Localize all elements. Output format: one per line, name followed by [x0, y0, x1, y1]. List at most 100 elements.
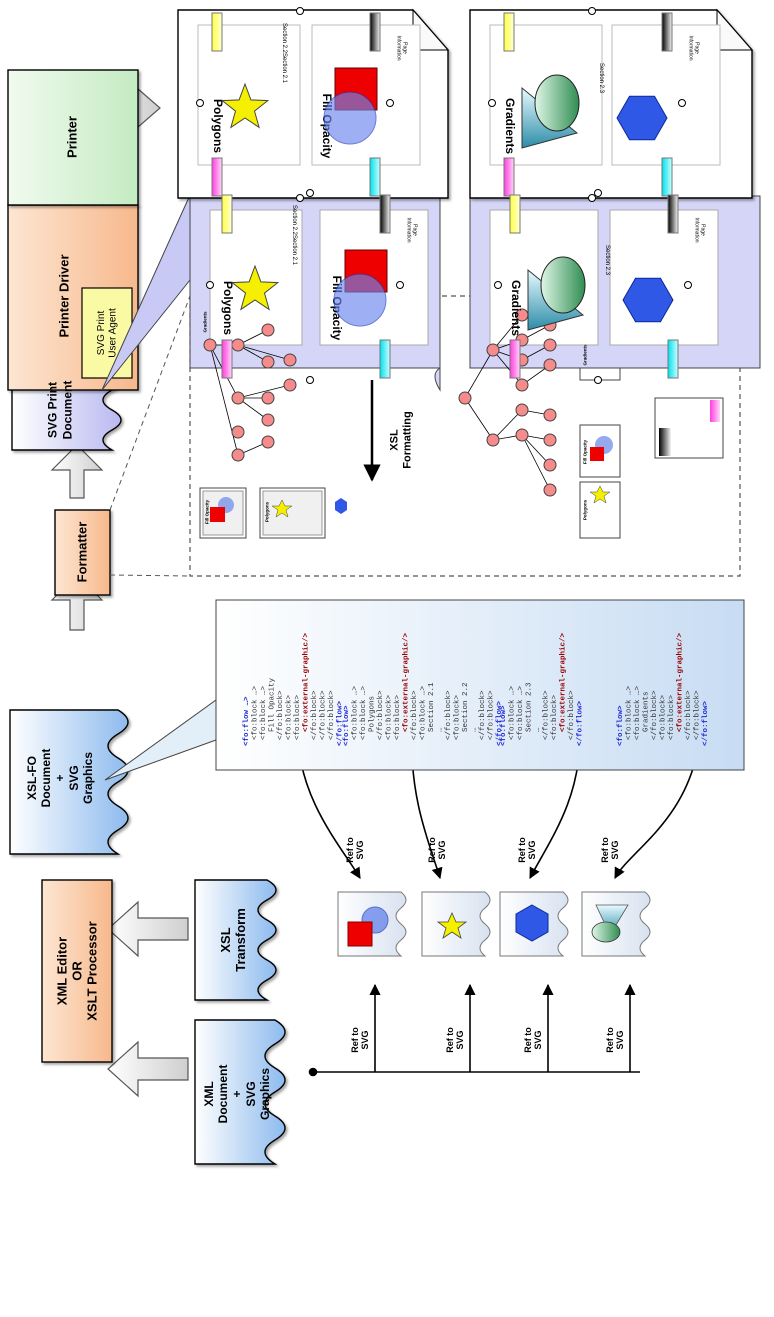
printed-page-1-yellow-bar	[211, 12, 223, 52]
tree-node	[543, 458, 557, 472]
fo-code-line: Fill Opacity	[269, 677, 277, 732]
tree-node	[543, 483, 557, 497]
svg-icon-hexagon	[499, 891, 569, 957]
ref-to-svg-label-3: Ref toSVG	[523, 1027, 543, 1053]
fo-code-line: </fo:block>	[277, 690, 285, 740]
svg-print-page-2-gradient-ellipse	[540, 256, 586, 314]
svg-print-page-2-registration-mark-2	[684, 281, 692, 289]
tree-node	[261, 391, 275, 405]
tree-node	[261, 413, 275, 427]
svg-icon-star	[436, 912, 468, 939]
svg-print-page-1-registration-mark-3	[306, 376, 314, 384]
fo-code-line: <fo:block>	[286, 694, 294, 740]
fo-code-panel	[215, 599, 745, 771]
fo-code-line: <fo:flow>	[617, 705, 625, 746]
svg-icon-hexagon-poly	[515, 904, 549, 942]
tree-edge	[237, 384, 291, 399]
fo-code-line: Polygons	[369, 696, 377, 732]
fo-code-line: <fo:block …>	[509, 685, 517, 740]
xml-editor-box	[41, 879, 113, 1063]
fo-code-line: <fo:block>	[668, 694, 676, 740]
printer-box	[7, 69, 139, 206]
tree-node	[543, 433, 557, 447]
fo-code-line: <fo:block …>	[626, 685, 634, 740]
svg-print-page-1-registration-mark-2	[396, 281, 404, 289]
fo-code-line: <fo:block>	[551, 694, 559, 740]
fo-code-line: </fo:block>	[488, 690, 496, 740]
tree-node	[283, 378, 297, 392]
fo-code-line: …	[471, 727, 479, 732]
fo-code-line: <fo:block …>	[260, 685, 268, 740]
xsl-transform-box	[194, 879, 277, 1001]
svg-print-page-1-registration-mark-1	[206, 281, 214, 289]
tree-edge	[521, 434, 551, 466]
fo-code-line: <fo:block>	[454, 694, 462, 740]
tree-node	[231, 391, 245, 405]
svg-print-page-1-magenta-bar	[221, 339, 233, 379]
mini-label-fill-opacity: Fill Opacity	[205, 499, 210, 524]
ref-to-svg-label-6: Ref toSVG	[427, 837, 447, 863]
printed-page-2-registration-mark-1	[488, 99, 496, 107]
svg-print-page-1-yellow-bar	[221, 194, 233, 234]
ref-to-svg-label-7: Ref toSVG	[517, 837, 537, 863]
printed-page-2-gradient-ellipse	[534, 74, 580, 132]
formatter-label: Formatter	[75, 522, 90, 583]
fo-code-line: Gradients	[643, 691, 651, 732]
fo-code-line: </fo:block>	[377, 690, 385, 740]
xml-editor-label: XML EditorORXSLT Processor	[55, 921, 100, 1020]
printer-label: Printer	[65, 116, 80, 158]
arrow-formatter-to-svgprint	[50, 444, 104, 499]
svg-icon-triangle	[595, 904, 629, 936]
xsl-fo-callout-tail	[104, 699, 217, 781]
tree-edge	[209, 344, 239, 456]
svg-icon-square	[347, 921, 373, 947]
fo-code-line: </fo:block>	[568, 690, 576, 740]
svg-print-page-1-blue-circle	[333, 273, 387, 327]
printed-page-2-black-bar	[661, 12, 673, 52]
fo-code-line: Section 2.2	[462, 682, 470, 732]
svg-print-page-2-yellow-bar	[509, 194, 521, 234]
xsl-fo-document-label: XSL-FODocument+SVGGraphics	[25, 749, 95, 808]
tree-edge	[464, 397, 494, 441]
printed-page-2-cyan-bar	[661, 157, 673, 197]
tree-node	[261, 355, 275, 369]
tree-node	[486, 343, 500, 357]
tree-edge	[521, 434, 551, 491]
svg-print-page-1-page-information: PageInformation	[405, 217, 417, 242]
fo-code-line: <fo:external-graphic/>	[303, 632, 311, 732]
svg-print-page-2-registration-mark-1	[494, 281, 502, 289]
mini-label-out-gradients: Gradients	[583, 344, 588, 366]
tree-node	[515, 428, 529, 442]
mini-label-out-fill-opacity: Fill Opacity	[583, 439, 588, 464]
mini-label-polygons: Polygons	[265, 501, 270, 522]
fo-code-line: <fo:external-graphic/>	[677, 632, 685, 732]
tree-edge	[237, 344, 291, 361]
printed-page-1-registration-mark-2	[386, 99, 394, 107]
svg-print-page-1-section-21: Section 2.1	[291, 235, 297, 266]
mini-label-out-polygons: Polygons	[583, 499, 588, 520]
tree-node	[261, 435, 275, 449]
tree-node	[231, 338, 245, 352]
xml-document-box	[194, 1019, 286, 1165]
printed-page-1-star	[220, 82, 270, 129]
tree-node	[515, 378, 529, 392]
svg-print-page-2-title-gradients: Gradients	[509, 280, 523, 336]
fo-code-line: <fo:block …>	[360, 685, 368, 740]
svg-print-page-1-black-bar	[379, 194, 391, 234]
tree-node	[515, 403, 529, 417]
output-thumb-square	[590, 447, 604, 461]
svg-ref-origin-dot	[308, 1067, 318, 1077]
fo-code-line: <fo:flow>	[343, 705, 351, 746]
fo-code-line: <fo:block …>	[517, 685, 525, 740]
svg-page-hexagon-panel	[609, 209, 719, 346]
printed-page-1-magenta-bar	[211, 157, 223, 197]
xsl-fo-document-box	[9, 709, 129, 855]
arrow-xsltransform-to-editor	[107, 900, 189, 958]
printed-page-1-title-polygons: Polygons	[211, 99, 225, 153]
printed-page-2-page-information: PageInformation	[687, 35, 699, 60]
printed-page-1-registration-mark-4	[296, 7, 304, 15]
svg-print-page-2-registration-mark-4	[594, 189, 602, 197]
svg-print-page-1-star	[230, 264, 280, 311]
output-thumb-star	[589, 485, 611, 504]
